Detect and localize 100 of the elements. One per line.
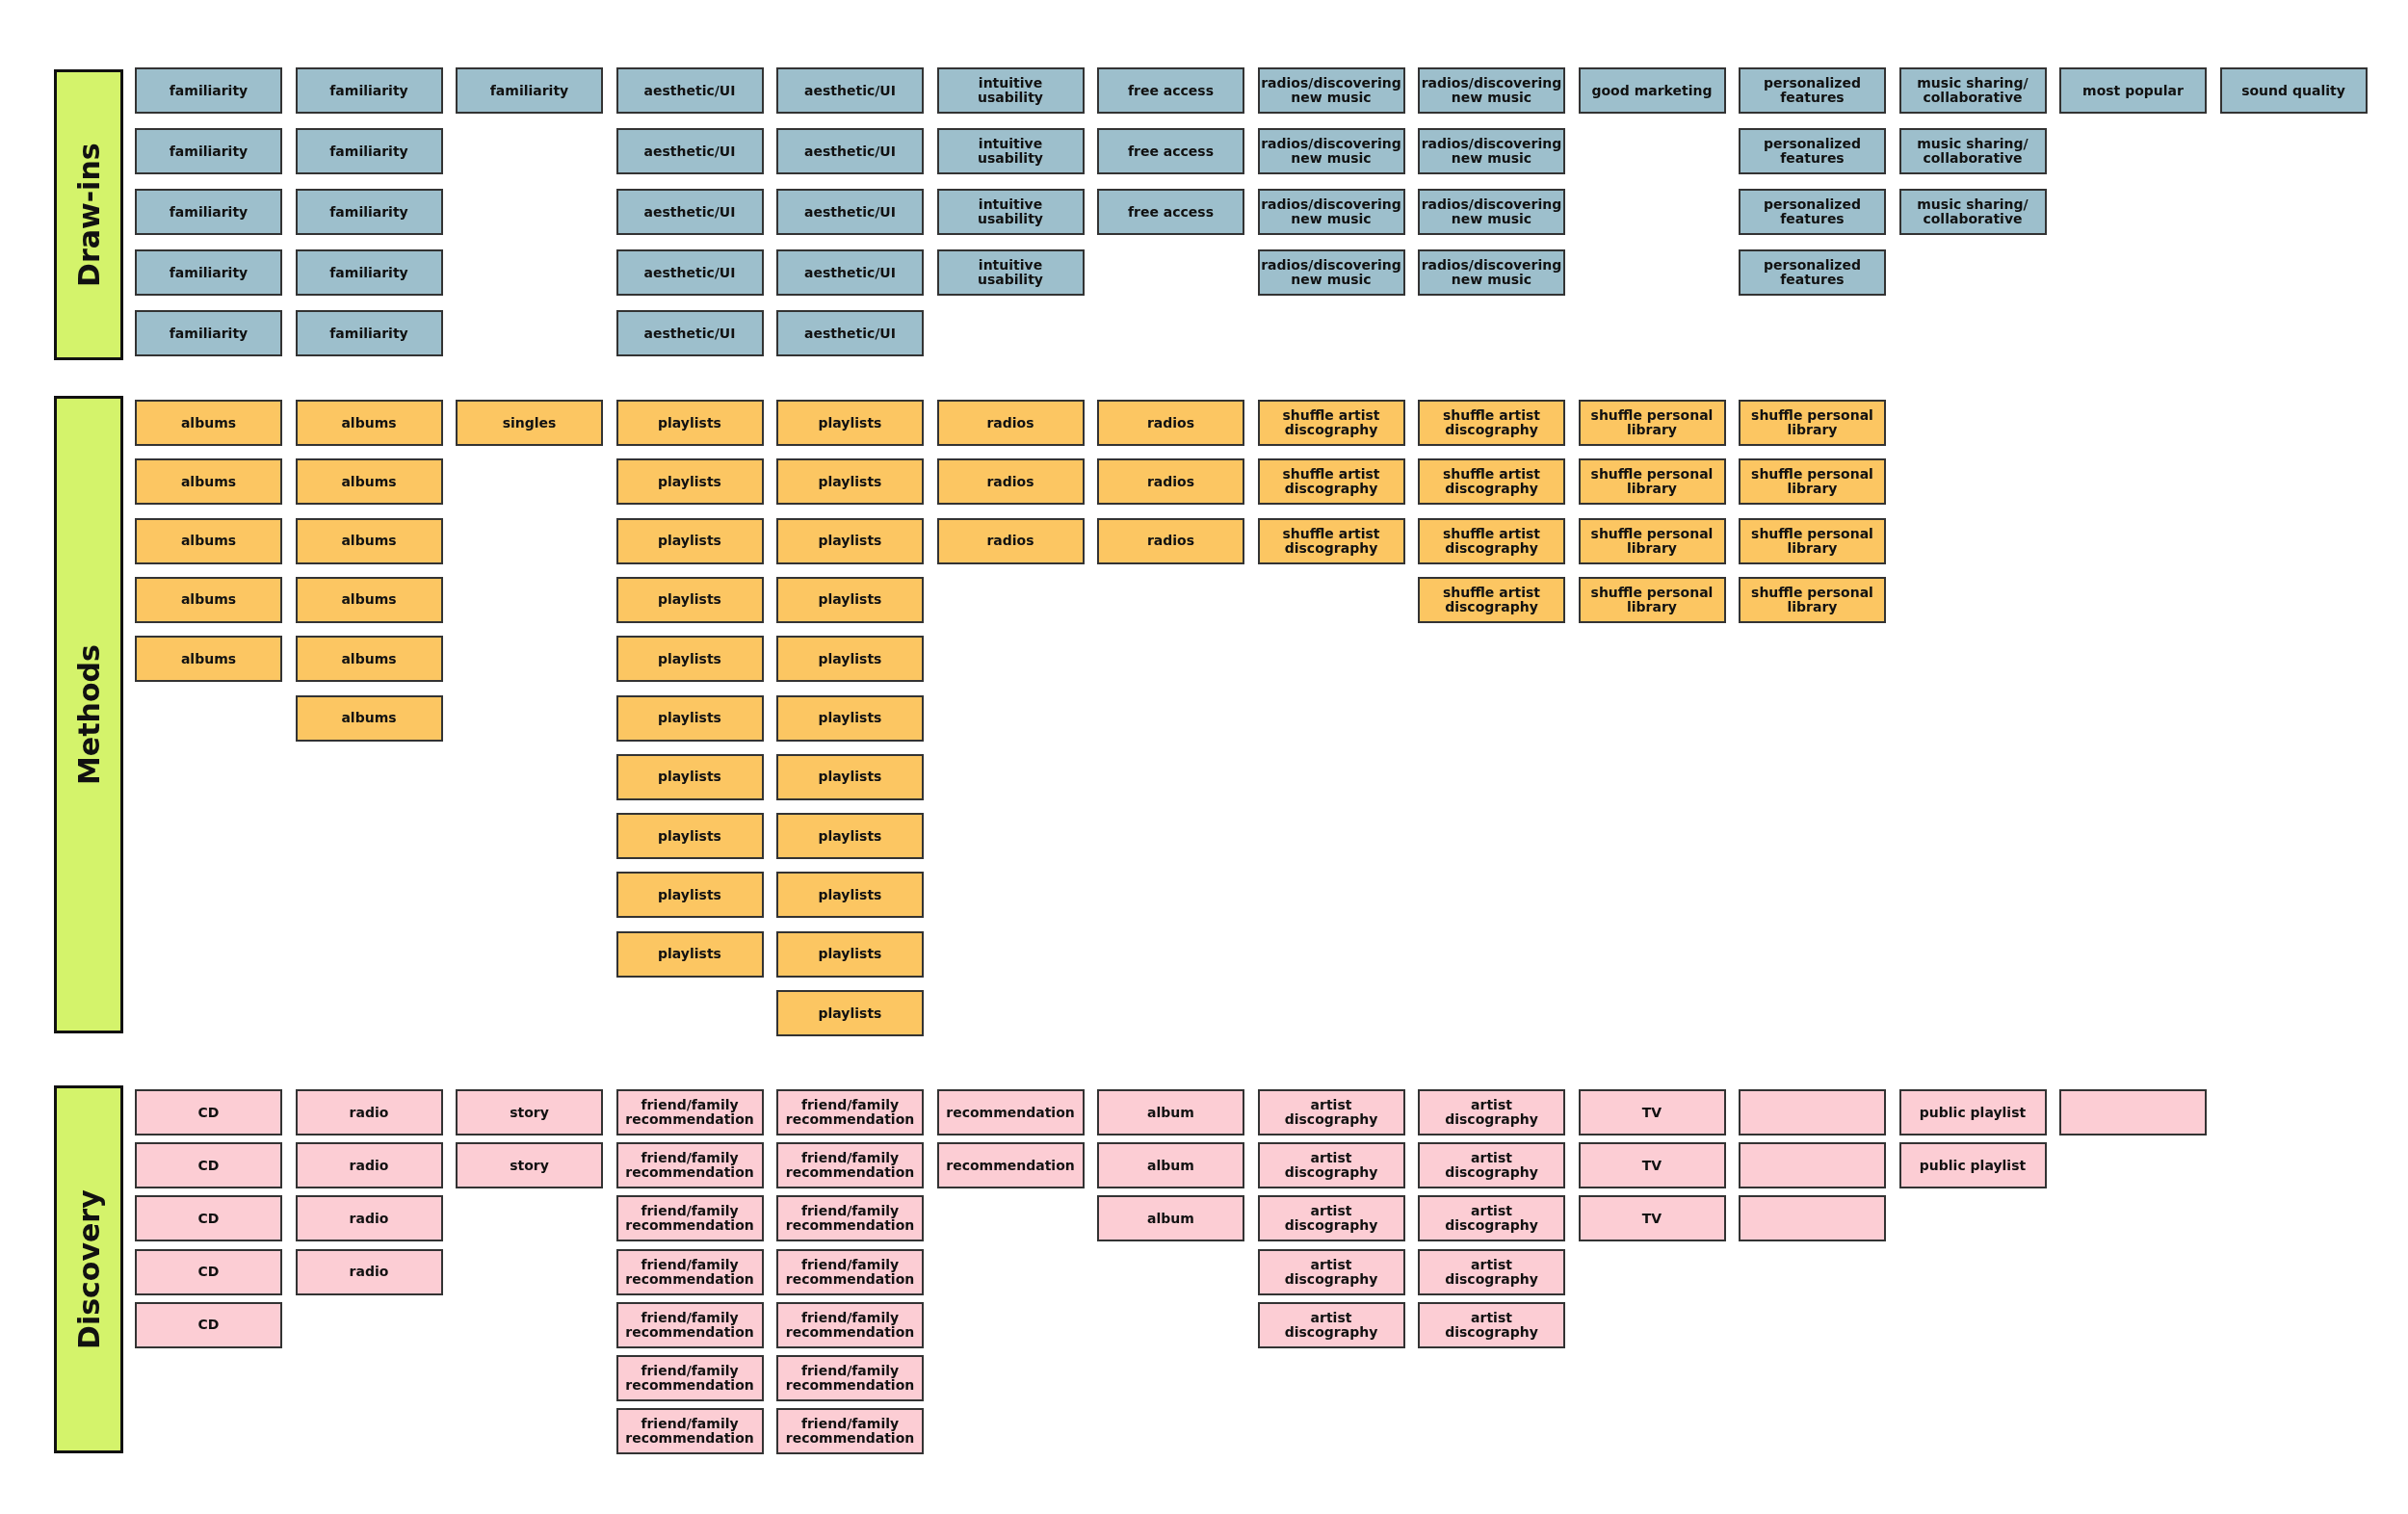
sticky-note: most popular (2059, 67, 2207, 114)
sticky-note: playlists (615, 872, 764, 919)
sticky-note (1739, 1089, 1886, 1136)
sticky-note: shuffle personal library (1578, 576, 1726, 623)
sticky-note: friend/family recommendation (776, 1301, 924, 1348)
sticky-note: albums (295, 517, 443, 564)
sticky-note: albums (295, 458, 443, 506)
sticky-note: CD (135, 1142, 282, 1189)
sticky-note: playlists (776, 517, 924, 564)
sticky-note: radios/discovering new music (1418, 189, 1565, 235)
sticky-note: albums (135, 517, 282, 564)
sticky-note: free access (1097, 67, 1244, 114)
sticky-note: friend/family recommendation (615, 1408, 764, 1455)
sticky-note: shuffle artist discography (1418, 458, 1565, 506)
section-label: Discovery (54, 1085, 123, 1453)
sticky-note: playlists (776, 753, 924, 800)
sticky-note: familiarity (295, 128, 443, 174)
sticky-note: free access (1097, 128, 1244, 174)
sticky-note: albums (295, 400, 443, 446)
sticky-note: playlists (615, 753, 764, 800)
sticky-note: aesthetic/UI (615, 128, 764, 174)
sticky-note: aesthetic/UI (615, 249, 764, 296)
sticky-note: public playlist (1898, 1089, 2047, 1136)
sticky-note: friend/family recommendation (776, 1195, 924, 1242)
section-label: Methods (54, 396, 123, 1033)
sticky-note (1739, 1142, 1886, 1189)
sticky-note: playlists (615, 400, 764, 446)
sticky-note: radios (1097, 400, 1244, 446)
sticky-note: shuffle artist discography (1257, 517, 1405, 564)
sticky-note: CD (135, 1301, 282, 1348)
sticky-note: radios/discovering new music (1257, 249, 1405, 296)
sticky-note: album (1097, 1089, 1244, 1136)
sticky-note: TV (1578, 1142, 1726, 1189)
sticky-note: shuffle personal library (1578, 458, 1726, 506)
sticky-note: artist discography (1257, 1248, 1405, 1295)
sticky-note: intuitive usability (936, 189, 1085, 235)
sticky-note: aesthetic/UI (776, 189, 924, 235)
sticky-note: playlists (776, 636, 924, 683)
sticky-note: albums (295, 694, 443, 742)
sticky-note: shuffle artist discography (1418, 576, 1565, 623)
sticky-note: familiarity (295, 189, 443, 235)
sticky-note: artist discography (1418, 1142, 1565, 1189)
sticky-note: shuffle artist discography (1257, 458, 1405, 506)
sticky-note: aesthetic/UI (615, 67, 764, 114)
sticky-note: radios (1097, 517, 1244, 564)
sticky-note: playlists (776, 694, 924, 742)
sticky-note: recommendation (936, 1089, 1085, 1136)
sticky-note: artist discography (1418, 1301, 1565, 1348)
sticky-note: album (1097, 1142, 1244, 1189)
sticky-note: personalized features (1739, 249, 1886, 296)
sticky-note: shuffle artist discography (1257, 400, 1405, 446)
sticky-note: radios/discovering new music (1257, 189, 1405, 235)
sticky-note: friend/family recommendation (776, 1089, 924, 1136)
sticky-note: aesthetic/UI (776, 310, 924, 356)
sticky-note: radios/discovering new music (1257, 128, 1405, 174)
sticky-note: familiarity (295, 249, 443, 296)
sticky-note: playlists (776, 576, 924, 623)
sticky-note: CD (135, 1195, 282, 1242)
section-label: Draw-ins (54, 69, 123, 360)
sticky-note: familiarity (295, 67, 443, 114)
sticky-note: shuffle personal library (1578, 400, 1726, 446)
sticky-note: friend/family recommendation (615, 1301, 764, 1348)
sticky-note: album (1097, 1195, 1244, 1242)
sticky-note: radios/discovering new music (1418, 67, 1565, 114)
sticky-note: familiarity (135, 189, 282, 235)
sticky-note: albums (295, 576, 443, 623)
sticky-note: aesthetic/UI (615, 310, 764, 356)
sticky-note: friend/family recommendation (615, 1089, 764, 1136)
sticky-note: radios (1097, 458, 1244, 506)
sticky-note: CD (135, 1089, 282, 1136)
sticky-note: playlists (776, 990, 924, 1036)
sticky-note: radio (295, 1195, 443, 1242)
sticky-note: aesthetic/UI (776, 128, 924, 174)
sticky-note: story (456, 1142, 603, 1189)
sticky-note: playlists (776, 458, 924, 506)
sticky-note: playlists (615, 813, 764, 860)
sticky-note (2059, 1089, 2207, 1136)
sticky-note: radios (936, 458, 1085, 506)
sticky-note: playlists (776, 400, 924, 446)
sticky-note: albums (135, 458, 282, 506)
sticky-note: radio (295, 1248, 443, 1295)
sticky-note: playlists (615, 930, 764, 978)
sticky-note: friend/family recommendation (776, 1355, 924, 1401)
sticky-note: friend/family recommendation (776, 1248, 924, 1295)
sticky-note: artist discography (1418, 1195, 1565, 1242)
sticky-note: radios (936, 400, 1085, 446)
sticky-note: shuffle personal library (1739, 517, 1886, 564)
sticky-note: intuitive usability (936, 249, 1085, 296)
sticky-note: singles (456, 400, 603, 446)
sticky-note: familiarity (135, 310, 282, 356)
sticky-note: radios/discovering new music (1257, 67, 1405, 114)
sticky-note: radios/discovering new music (1418, 128, 1565, 174)
sticky-note: playlists (615, 694, 764, 742)
sticky-note: personalized features (1739, 67, 1886, 114)
sticky-note: friend/family recommendation (615, 1248, 764, 1295)
sticky-note: sound quality (2219, 67, 2368, 114)
sticky-note: shuffle personal library (1578, 517, 1726, 564)
sticky-note: story (456, 1089, 603, 1136)
sticky-note: playlists (776, 813, 924, 860)
sticky-note: recommendation (936, 1142, 1085, 1189)
